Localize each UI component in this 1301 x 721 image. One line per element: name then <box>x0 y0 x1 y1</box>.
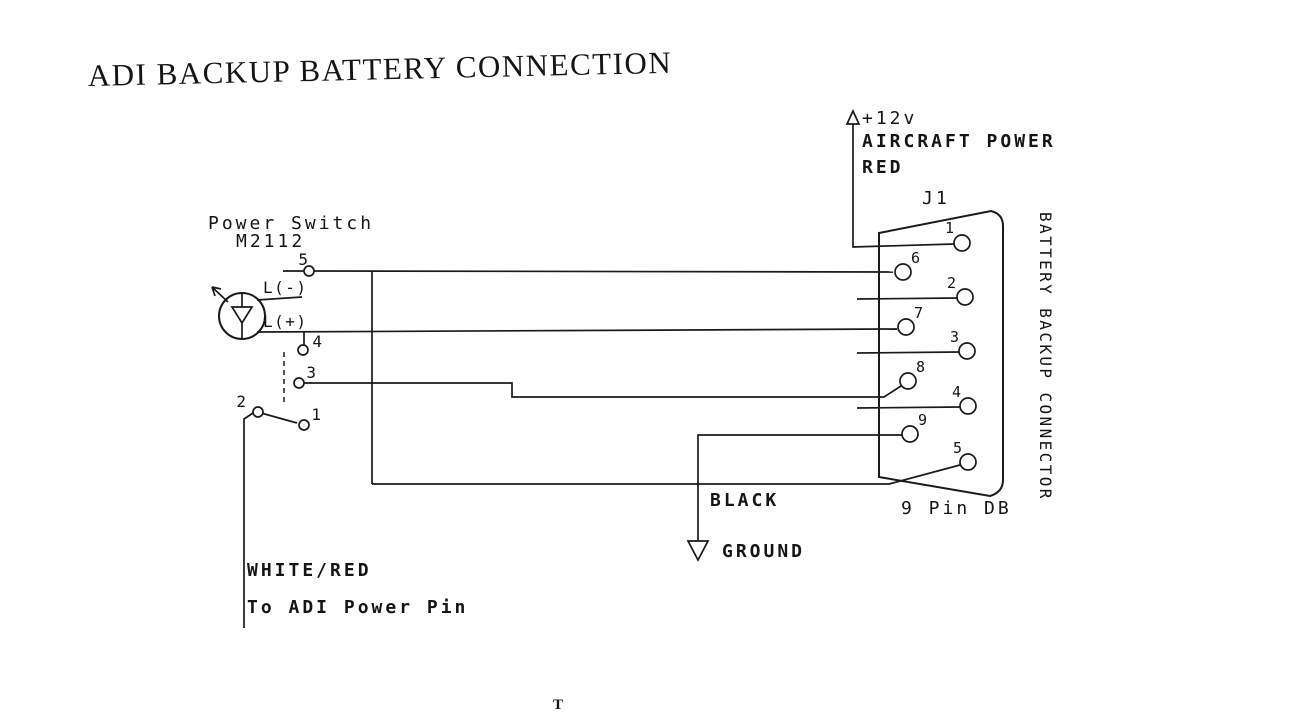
switch-part-number: M2112 <box>236 231 305 252</box>
terminal2-label: 2 <box>236 392 247 411</box>
aircraft-power-wire <box>852 124 955 248</box>
pin6-label: 6 <box>911 249 921 267</box>
pin8-label: 8 <box>916 358 926 376</box>
aircraft-power-label: AIRCRAFT POWER <box>862 131 1056 152</box>
terminal5-label: 5 <box>298 250 309 269</box>
pin2-stub <box>856 297 958 300</box>
terminal1-label: 1 <box>311 405 322 424</box>
pin7-label: 7 <box>914 304 924 322</box>
switch-terminal-5 <box>303 265 315 277</box>
pin4-stub <box>856 406 961 409</box>
black-wire-label: BLACK <box>710 490 779 511</box>
pin5-label: 5 <box>953 439 963 457</box>
db9-pin-5 <box>959 453 977 471</box>
lamp-minus-label: L(-) <box>263 278 308 297</box>
wire-switch5-to-pin6 <box>313 270 894 273</box>
lamp-minus-lead <box>256 296 303 301</box>
lamp-plus-label: L(+) <box>263 312 308 331</box>
switch-terminal-3 <box>293 377 305 389</box>
page-mark: T <box>553 697 563 713</box>
db9-pin-7 <box>897 318 915 336</box>
adi-power-labels: WHITE/RED To ADI Power Pin <box>247 560 468 618</box>
db9-pin-9 <box>901 425 919 443</box>
wire-bottom-to-pin5 <box>372 464 961 485</box>
up-arrow-icon <box>845 108 861 125</box>
db9-pin-1 <box>953 234 971 252</box>
wire-pin9-to-ground <box>697 434 902 541</box>
connector-name-vertical: BATTERY BACKUP CONNECTOR <box>1036 212 1055 501</box>
db9-pin-4 <box>959 397 977 415</box>
db9-pin-6 <box>894 263 912 281</box>
pin3-stub <box>856 351 960 354</box>
switch-terminal-4 <box>297 344 309 356</box>
switch-blade <box>260 412 298 424</box>
white-red-wire-label: WHITE/RED <box>247 560 372 581</box>
terminal4-label: 4 <box>312 332 323 351</box>
lamp-arrowhead-b <box>211 286 222 290</box>
connector-designator: J1 <box>922 188 950 209</box>
power-switch: Power Switch M2112 L(-) L(+) 5 <box>208 213 374 431</box>
terminal3-label: 3 <box>306 363 317 382</box>
battery-backup-connector: 1 2 3 4 5 6 7 8 9 J1 BATTERY BACKUP CONN… <box>856 188 1055 519</box>
interconnect-wires <box>243 270 961 628</box>
pin4-label: 4 <box>952 383 962 401</box>
pin9-label: 9 <box>918 411 928 429</box>
aircraft-power-feed: +12v AIRCRAFT POWER RED <box>845 108 1056 248</box>
power-switch-label: Power Switch <box>208 213 374 234</box>
ground-icon <box>686 540 710 562</box>
db9-shell <box>878 209 1004 498</box>
pin1-label: 1 <box>945 219 955 237</box>
voltage-label: +12v <box>862 108 917 129</box>
db9-pin-2 <box>956 288 974 306</box>
db9-pin-3 <box>958 342 976 360</box>
lamp-arrow <box>211 286 229 303</box>
lamp-triangle <box>230 306 254 325</box>
lamp-icon <box>218 292 266 340</box>
connector-type-label: 9 Pin DB <box>901 498 1012 519</box>
page-title: ADI BACKUP BATTERY CONNECTION <box>87 45 672 93</box>
red-wire-label: RED <box>862 157 904 178</box>
switch-terminal-2 <box>252 406 264 418</box>
ground-node: BLACK GROUND <box>686 490 805 562</box>
wire-lampplus-to-pin7 <box>256 328 898 333</box>
lamp-arrowhead-a <box>211 286 216 297</box>
pin3-label: 3 <box>950 328 960 346</box>
wire-white-red <box>243 412 254 628</box>
db9-pin-8 <box>899 372 917 390</box>
ground-label: GROUND <box>722 541 805 562</box>
wire-switch3-to-pin8 <box>304 382 902 398</box>
switch-terminal-1 <box>298 419 310 431</box>
pin2-label: 2 <box>947 274 957 292</box>
to-adi-power-pin-label: To ADI Power Pin <box>247 597 468 618</box>
